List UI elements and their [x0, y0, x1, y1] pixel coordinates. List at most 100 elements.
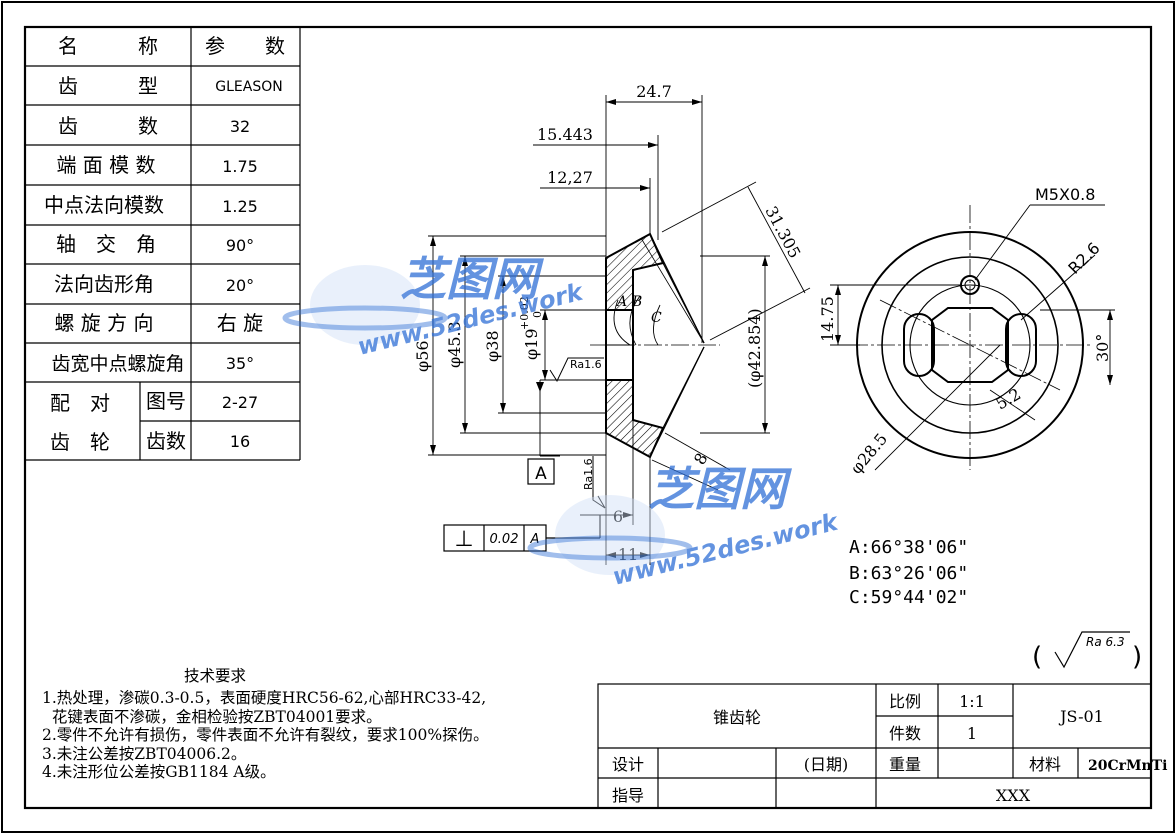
param-value: 20°	[226, 276, 254, 295]
dim-30-deg: 30°	[1093, 334, 1112, 362]
design-label: 设计	[612, 755, 644, 774]
tech-requirements: 技术要求 1.热处理，渗碳0.3-0.5，表面硬度HRC56-62,心部HRC3…	[42, 667, 489, 781]
front-view	[830, 204, 1115, 471]
section-dimensions	[428, 95, 811, 565]
date-label: (日期)	[804, 755, 849, 774]
dim-12-27: 12,27	[547, 168, 593, 187]
dim-6: 6	[613, 507, 623, 526]
watermark-globe-icon	[555, 495, 665, 575]
dim-phi56: φ56	[413, 340, 432, 372]
part-name: 锥齿轮	[713, 708, 761, 727]
tech-req-line: 4.未注形位公差按GB1184 A级。	[42, 763, 276, 781]
weight-label: 重量	[889, 755, 921, 774]
material-value: 20CrMnTi	[1088, 758, 1167, 774]
dim-phi19-tol-lower: 0	[531, 311, 544, 318]
dimension-arrows	[430, 99, 768, 558]
param-name: 螺 旋 方 向	[54, 311, 153, 335]
angle-a-value: A:66°38'06"	[849, 537, 968, 558]
drawing-number: JS-01	[1058, 707, 1104, 726]
guide-label: 指导	[612, 786, 644, 805]
dim-phi42-854: (φ42.854)	[745, 308, 764, 388]
angle-label-a: A	[615, 294, 627, 310]
svg-text:(: (	[1032, 642, 1042, 672]
watermark-brand: 芝图网	[400, 252, 544, 306]
dim-14-75: 14.75	[818, 296, 837, 342]
param-name: 中点法向模数	[44, 193, 164, 217]
dim-15-443: 15.443	[537, 125, 593, 144]
param-value: 1.25	[222, 197, 258, 216]
scale-label: 比例	[889, 692, 921, 711]
dim-phi38: φ38	[483, 330, 502, 362]
roughness-symbol-2	[592, 456, 606, 509]
scale-value: 1:1	[959, 692, 985, 711]
angle-c-value: C:59°44'02"	[849, 587, 968, 608]
gdt-datum: A	[530, 532, 540, 547]
param-value: 90°	[226, 236, 254, 255]
param-value: 1.75	[222, 157, 258, 176]
section-hatch-bottom	[605, 379, 665, 459]
dim-24-7: 24.7	[636, 82, 672, 101]
param-value: 32	[230, 117, 250, 136]
param-value: GLEASON	[215, 79, 282, 95]
mating-teeth: 16	[230, 432, 250, 451]
dim-phi45-3: φ45.3	[445, 321, 464, 368]
param-name: 齿 数	[58, 114, 158, 138]
mating-teeth-label: 齿数	[146, 429, 186, 453]
roughness-label-1: Ra1.6	[570, 358, 602, 371]
tech-req-line: 1.热处理，渗碳0.3-0.5，表面硬度HRC56-62,心部HRC33-42,	[42, 689, 486, 707]
watermark-globe-icon	[310, 265, 420, 345]
section-dim-labels: 24.7 15.443 12,27 31.305 φ56 φ45.3 φ38 φ…	[413, 82, 805, 564]
tech-req-title: 技术要求	[184, 667, 246, 685]
gdt-tolerance: 0.02	[490, 532, 519, 547]
angle-arcs	[613, 295, 661, 346]
watermark-1: 芝图网 www.52des.work	[282, 252, 587, 361]
params-table-text: 名 称 参 数 齿 型 GLEASON 齿 数 32 端 面 模 数 1.75 …	[44, 34, 285, 454]
param-header-value: 参 数	[205, 34, 285, 58]
param-name: 端 面 模 数	[56, 153, 155, 177]
param-name: 轴 交 角	[56, 232, 156, 256]
gdt-symbol: ⊥	[454, 527, 473, 552]
mating-label-bottom: 齿 轮	[50, 430, 110, 454]
section-view	[590, 232, 720, 459]
default-roughness-label: Ra 6.3	[1086, 635, 1125, 649]
param-name: 齿 型	[58, 74, 158, 98]
param-name: 法向齿形角	[54, 272, 154, 296]
watermark-2: 芝图网 www.52des.work	[527, 462, 842, 591]
title-block-text: 锥齿轮 比例 1:1 件数 1 JS-01 设计 (日期) 重量 材料 20Cr…	[612, 692, 1167, 805]
mating-drawing-no: 2-27	[222, 393, 258, 412]
inner-border	[23, 25, 1153, 810]
gdt-frame	[443, 515, 601, 552]
roughness-label-2: Ra1.6	[582, 458, 595, 490]
angle-values: A:66°38'06" B:63°26'06" C:59°44'02"	[849, 537, 968, 608]
dim-phi28-5: φ28.5	[847, 429, 892, 477]
roughness-symbol-1	[549, 357, 604, 383]
param-value: 右 旋	[217, 311, 263, 335]
param-header-name: 名 称	[58, 34, 158, 58]
dim-phi19-tol-upper: +0.02	[518, 296, 531, 330]
angle-b-value: B:63°26'06"	[849, 563, 968, 584]
svg-text:): )	[1132, 642, 1142, 672]
dim-phi19: φ19	[522, 328, 541, 360]
params-table	[25, 27, 301, 461]
material-label: 材料	[1029, 755, 1061, 774]
datum-label: A	[535, 464, 547, 484]
watermark-brand: 芝图网	[648, 462, 792, 516]
mating-label-top: 配 对	[50, 391, 110, 415]
qty-label: 件数	[889, 724, 921, 743]
angle-label-b: B	[631, 294, 642, 310]
param-name: 齿宽中点螺旋角	[51, 353, 184, 375]
mating-drawing-no-label: 图号	[146, 389, 186, 413]
param-value: 35°	[226, 354, 254, 373]
tech-req-line: 3.未注公差按ZBT04006.2。	[42, 745, 246, 763]
org-label: XXX	[996, 786, 1031, 805]
dim-11: 11	[618, 545, 638, 564]
default-roughness: ( Ra 6.3 )	[1032, 631, 1142, 672]
front-view-labels: M5X0.8 R2.6 14.75 30° 5.2 φ28.5	[818, 185, 1112, 478]
angle-label-c: C	[651, 310, 662, 326]
datum-box	[527, 458, 555, 485]
front-view-arrows	[835, 285, 1113, 385]
tech-req-line: 2.零件不允许有损伤，零件表面不允许有裂纹，要求100%探伤。	[42, 726, 489, 744]
title-block	[597, 683, 1152, 809]
